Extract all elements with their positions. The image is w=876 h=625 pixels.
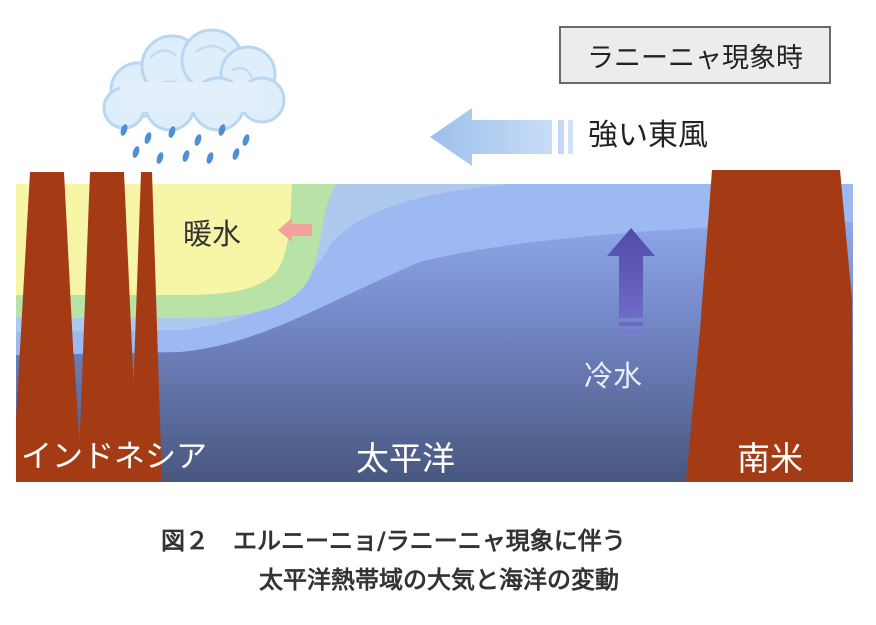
warm-water-label: 暖水 — [183, 217, 242, 251]
rain-cloud-icon — [102, 28, 286, 164]
south-america-land — [686, 170, 852, 482]
indonesia-land — [16, 172, 162, 482]
upwelling-arrow-icon — [607, 228, 655, 334]
indonesia-label: インドネシア — [21, 439, 207, 475]
phase-label: ラニーニャ現象時 — [587, 42, 803, 74]
south-america-label: 南米 — [737, 439, 803, 478]
pacific-label: 太平洋 — [356, 439, 455, 478]
figure-caption-line2: 太平洋熱帯域の大気と海洋の変動 — [259, 566, 619, 594]
figure-caption-line1: 図２ エルニーニョ/ラニーニャ現象に伴う — [161, 527, 626, 555]
wind-label: 強い東風 — [588, 118, 708, 153]
cold-water-label: 冷水 — [584, 359, 643, 393]
warm-water-arrow-icon — [278, 218, 312, 242]
phase-label-box: ラニーニャ現象時 — [559, 26, 831, 84]
east-wind-arrow-icon — [430, 108, 573, 166]
